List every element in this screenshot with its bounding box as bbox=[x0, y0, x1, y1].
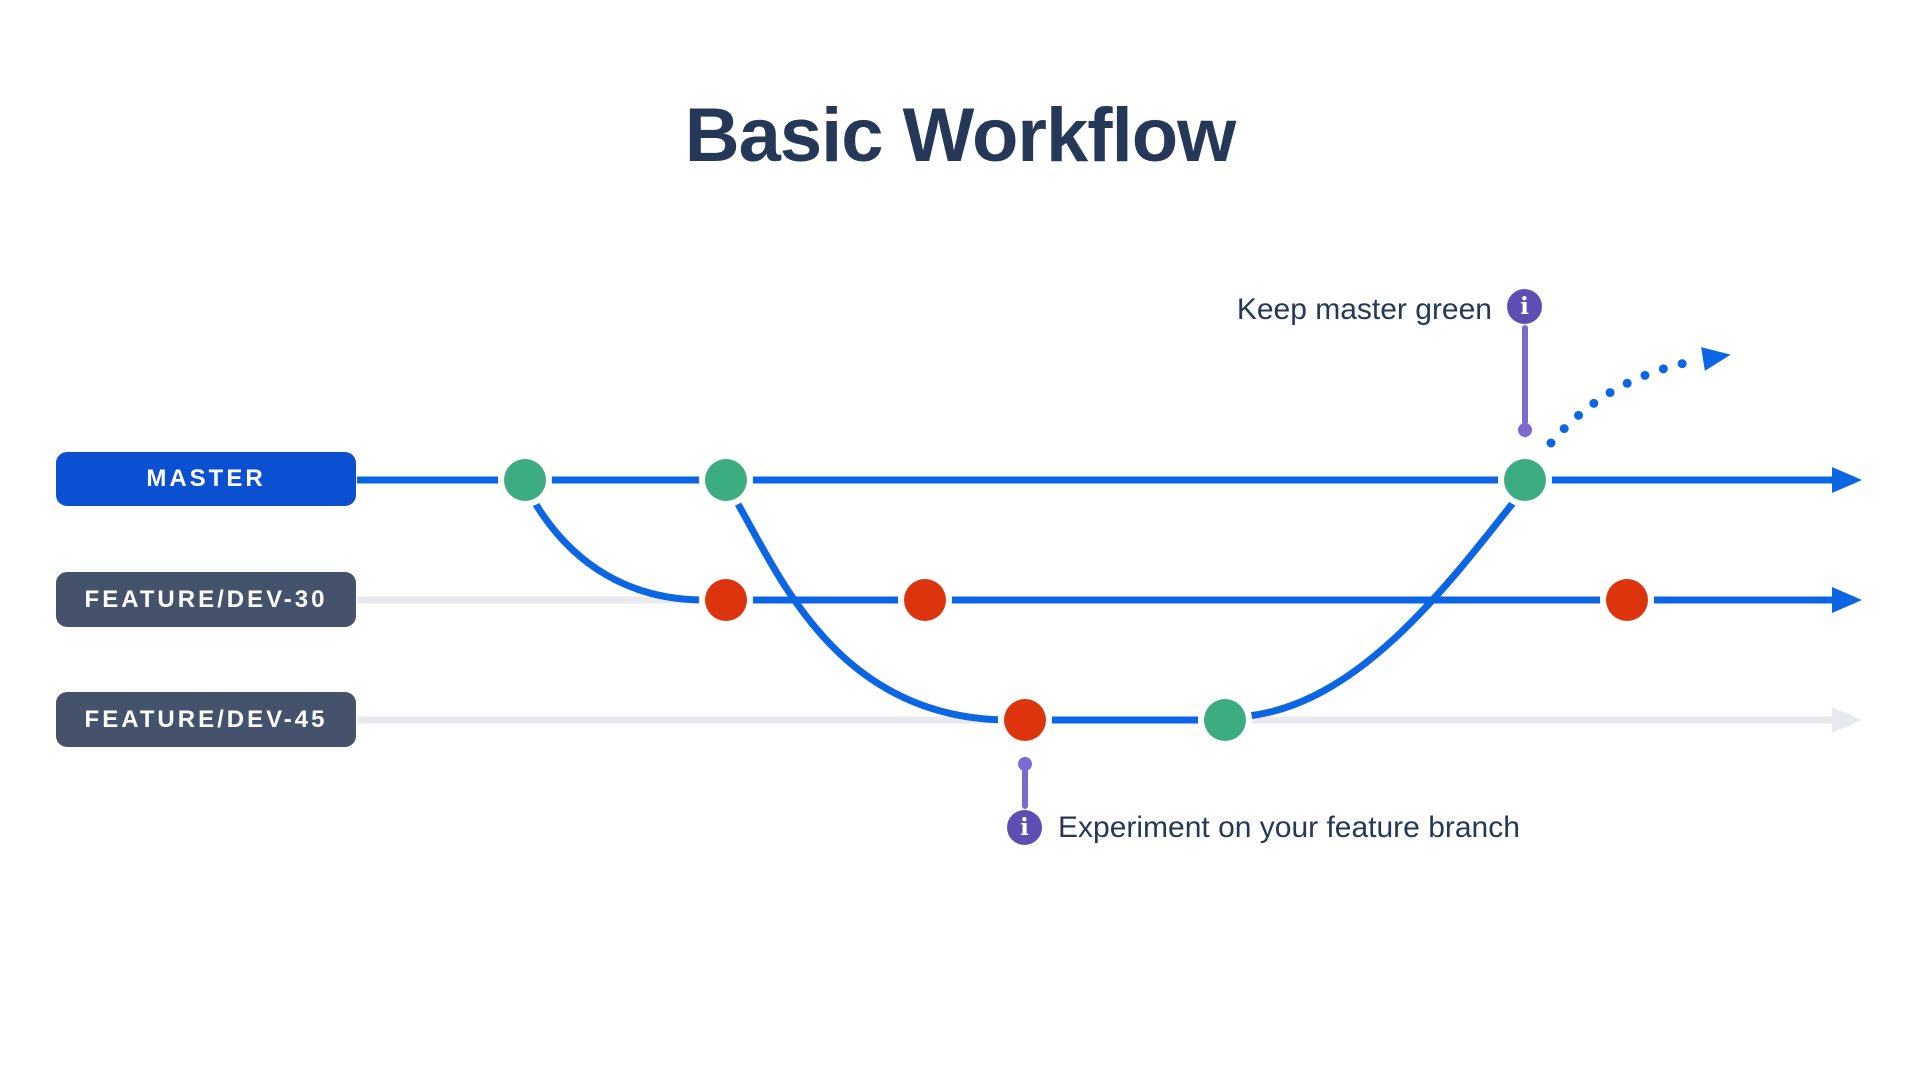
branch-label-feature-dev-30: FEATURE/DEV-30 bbox=[56, 572, 356, 627]
commit-dot-master-3-green bbox=[1504, 459, 1546, 501]
branch-label-dev30-text: FEATURE/DEV-30 bbox=[84, 585, 328, 613]
commit-dot-dev30-3-red bbox=[1606, 579, 1648, 621]
dev45-lane-arrowhead bbox=[1832, 707, 1862, 733]
info-icon-experiment[interactable]: i bbox=[1007, 810, 1042, 845]
info-icon-glyph: i bbox=[1520, 293, 1529, 320]
branch-label-master-text: MASTER bbox=[146, 465, 266, 492]
commit-dot-master-1-green bbox=[504, 459, 546, 501]
commit-dot-dev45-2-green bbox=[1204, 699, 1246, 741]
branch-label-dev45-text: FEATURE/DEV-45 bbox=[84, 705, 328, 733]
commit-dot-dev30-2-red bbox=[904, 579, 946, 621]
diagram-title: Basic Workflow bbox=[684, 93, 1237, 178]
commit-dot-master-2-green bbox=[705, 459, 747, 501]
commit-dot-dev30-1-red bbox=[705, 579, 747, 621]
branch-curve-master-to-dev45 bbox=[730, 493, 1014, 724]
dev30-lane-arrowhead bbox=[1832, 587, 1862, 613]
info-icon-keep-master-green[interactable]: i bbox=[1507, 289, 1542, 324]
branch-label-master: MASTER bbox=[56, 452, 356, 506]
info-icon-glyph: i bbox=[1020, 814, 1029, 841]
annotation-keep-master-green: Keep master green bbox=[1236, 293, 1492, 326]
master-future-dotted-curve bbox=[1546, 355, 1705, 448]
experiment-stem-dot bbox=[1018, 757, 1032, 771]
branch-label-feature-dev-45: FEATURE/DEV-45 bbox=[56, 692, 356, 747]
master-future-arrowhead bbox=[1701, 347, 1731, 371]
annotation-experiment: Experiment on your feature branch bbox=[1058, 811, 1520, 844]
keep-master-green-stem-dot bbox=[1518, 423, 1532, 437]
master-lane-arrowhead bbox=[1832, 467, 1862, 493]
commit-dot-dev45-1-red bbox=[1004, 699, 1046, 741]
branch-curve-master-to-dev30 bbox=[522, 483, 706, 604]
merge-curve-dev45-to-master bbox=[1244, 490, 1524, 720]
